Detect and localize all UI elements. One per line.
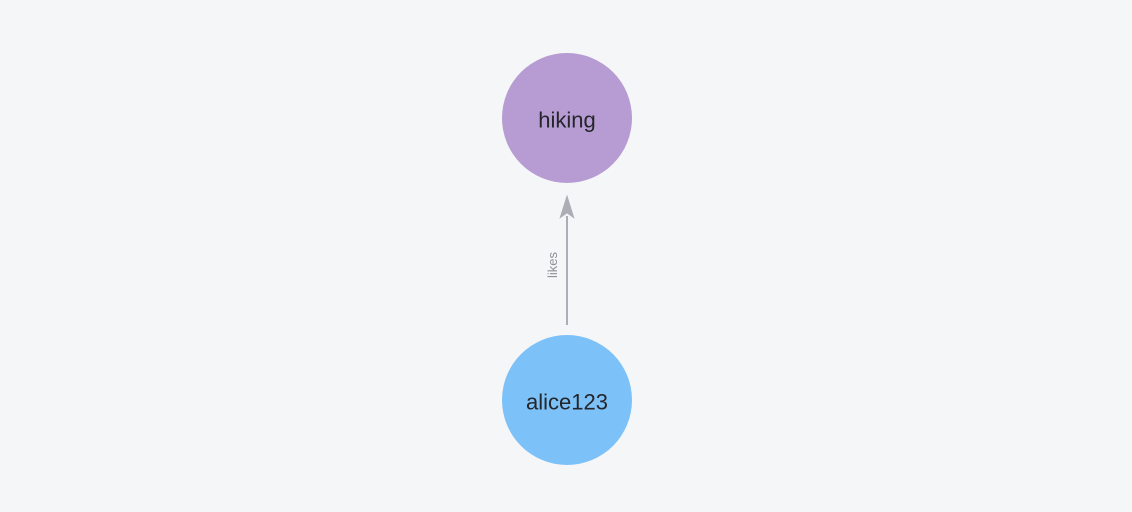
edge-label: likes	[545, 252, 560, 279]
edge-likes[interactable]: likes	[545, 194, 575, 326]
node-circle[interactable]	[502, 335, 632, 465]
node-circle[interactable]	[502, 53, 632, 183]
node-hiking[interactable]: hiking	[502, 53, 632, 183]
edge-arrowhead	[559, 194, 575, 219]
node-label: hiking	[538, 108, 595, 133]
node-alice123[interactable]: alice123	[502, 335, 632, 465]
node-label: alice123	[526, 390, 608, 415]
